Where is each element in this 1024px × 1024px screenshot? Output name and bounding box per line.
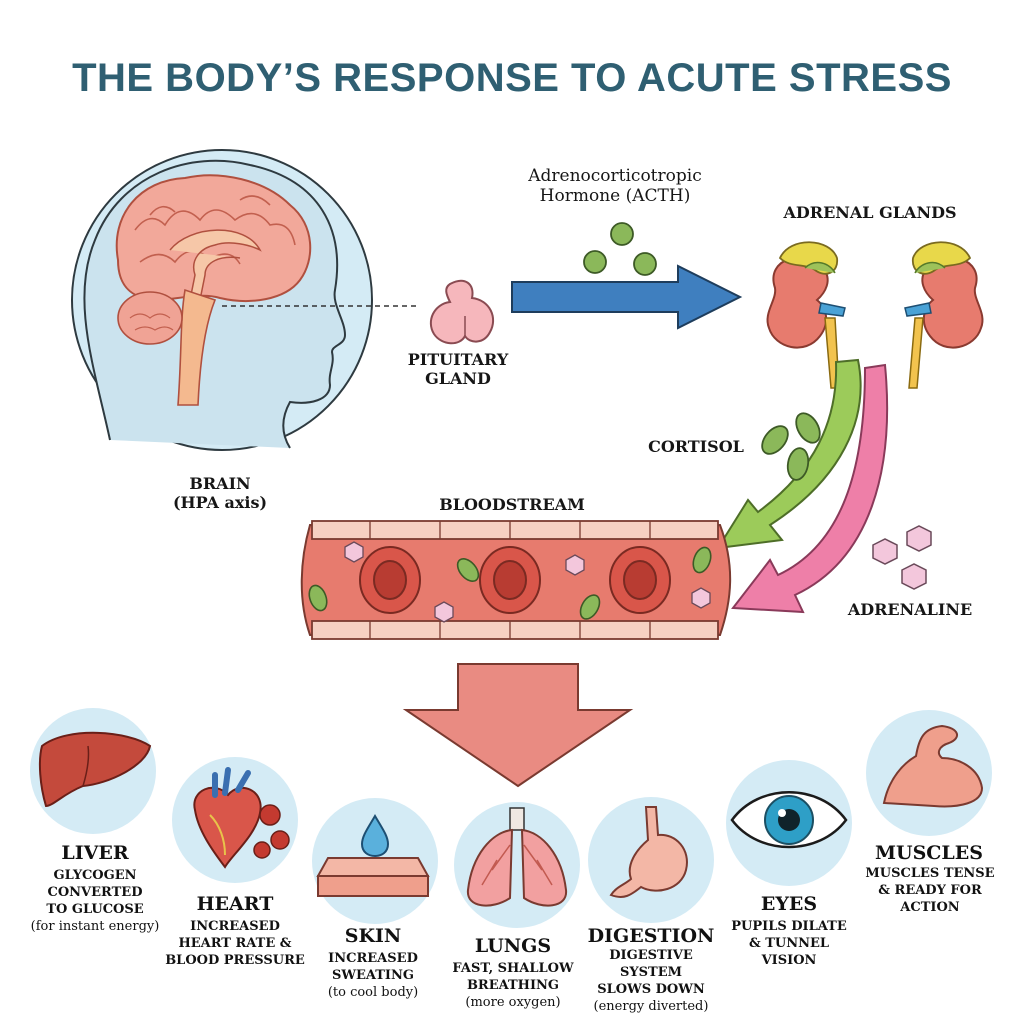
eyes-desc: PUPILS DILATE & TUNNEL VISION [709, 919, 869, 970]
heart-desc: INCREASED HEART RATE & BLOOD PRESSURE [150, 919, 320, 970]
cortisol-label: CORTISOL [648, 437, 744, 456]
acth-line2: Hormone (ACTH) [539, 186, 691, 207]
pituitary-line2: GLAND [425, 369, 491, 389]
liver-note: (for instant energy) [30, 918, 160, 934]
bloodstream-label: BLOODSTREAM [439, 495, 585, 514]
digestion-desc: DIGESTIVE SYSTEM SLOWS DOWN (energy dive… [568, 948, 734, 1016]
adrenaline-label: ADRENALINE [847, 600, 973, 619]
skin-line2: SWEATING [331, 967, 414, 983]
heart-line2: HEART RATE & [178, 935, 292, 951]
skin-note: (to cool body) [327, 984, 419, 1000]
brain-name: BRAIN [189, 474, 251, 493]
skin-line1: INCREASED [328, 951, 418, 966]
heart-title: HEART [196, 893, 274, 915]
liver-desc: GLYCOGEN CONVERTED TO GLUCOSE (for insta… [10, 868, 180, 936]
page-title: THE BODY’S RESPONSE TO ACUTE STRESS [72, 56, 952, 100]
acth-line1: Adrenocorticotropic [528, 166, 702, 186]
lungs-title: LUNGS [474, 935, 552, 957]
bloodstream-vessel [300, 520, 732, 640]
lungs-desc: FAST, SHALLOW BREATHING (more oxygen) [433, 961, 593, 1012]
pituitary-line1: PITUITARY [407, 350, 509, 369]
digestion-line3: SLOWS DOWN [597, 981, 705, 997]
muscle-icon [866, 710, 992, 836]
heart-icon [172, 757, 298, 883]
liver-icon [30, 708, 156, 834]
skin-desc: INCREASED SWEATING (to cool body) [298, 951, 448, 1002]
heart-line3: BLOOD PRESSURE [165, 952, 305, 968]
eyes-line1: PUPILS DILATE [731, 919, 847, 934]
skin-icon [312, 798, 438, 924]
acth-arrow [511, 264, 743, 330]
down-arrow [402, 663, 634, 788]
pituitary-gland-icon [429, 279, 495, 345]
digestion-line2: SYSTEM [619, 964, 683, 980]
digestion-line1: DIGESTIVE [609, 948, 693, 963]
acth-label: Adrenocorticotropic Hormone (ACTH) [500, 166, 730, 207]
muscles-desc: MUSCLES TENSE & READY FOR ACTION [850, 866, 1010, 917]
muscles-line3: ACTION [900, 899, 960, 915]
adrenal-glands-icon [766, 241, 984, 389]
acth-molecules [583, 222, 657, 276]
eyes-line2: & TUNNEL [748, 935, 830, 951]
eye-icon [726, 760, 852, 886]
heart-line1: INCREASED [190, 919, 280, 934]
muscles-title: MUSCLES [874, 842, 983, 864]
lungs-line1: FAST, SHALLOW [452, 961, 574, 976]
pituitary-label: PITUITARY GLAND [388, 350, 528, 388]
liver-line1: GLYCOGEN [53, 868, 137, 883]
adrenaline-arrow [731, 363, 889, 614]
lungs-note: (more oxygen) [465, 994, 561, 1010]
lungs-line2: BREATHING [466, 977, 560, 993]
muscles-line2: & READY FOR [878, 882, 982, 898]
digestion-title: DIGESTION [587, 925, 715, 947]
stomach-icon [588, 797, 714, 923]
muscles-line1: MUSCLES TENSE [865, 866, 995, 881]
eyes-title: EYES [760, 893, 818, 915]
brain-label: BRAIN (HPA axis) [150, 474, 290, 512]
digestion-note: (energy diverted) [593, 998, 709, 1014]
adrenal-label: ADRENAL GLANDS [783, 203, 957, 222]
brain-subtitle: (HPA axis) [172, 493, 268, 513]
skin-title: SKIN [344, 925, 402, 947]
lungs-icon [454, 802, 580, 928]
liver-title: LIVER [61, 842, 129, 864]
liver-line3: TO GLUCOSE [46, 901, 144, 917]
eyes-line3: VISION [761, 952, 817, 968]
liver-line2: CONVERTED [47, 884, 143, 900]
